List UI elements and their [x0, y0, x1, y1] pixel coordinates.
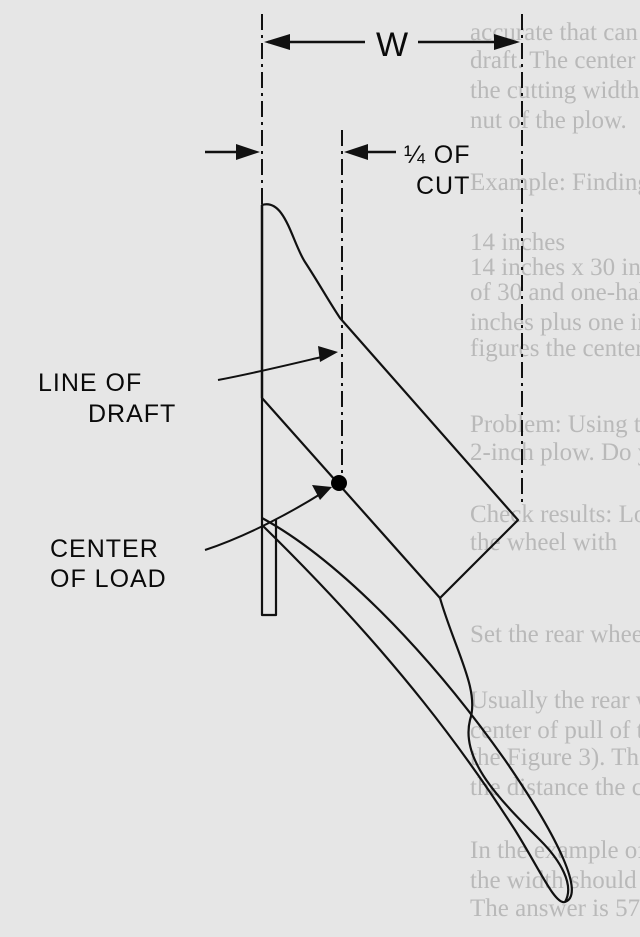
bg-line: the width should be 4 x 14 1/2 inches [470, 867, 640, 894]
bg-line: nut of the plow. [470, 107, 627, 134]
moldboard-shin [260, 203, 520, 600]
bg-line: figures the center of load [470, 335, 640, 362]
bg-line: Example: Finding center of load [470, 169, 640, 196]
bg-line: the wheel with [470, 529, 618, 556]
bg-line: The answer is 57 — remember that [470, 895, 640, 922]
center-of-load-label-line1: CENTER [50, 535, 159, 563]
quarter-cut-label-line2: CUT [416, 172, 470, 200]
bg-line: center of pull of the tractor (Figure [470, 717, 640, 744]
landside-bar [260, 205, 278, 617]
background-page-text: accurate that can be used to determine d… [470, 19, 640, 922]
quarter-cut-arrowhead [344, 144, 368, 160]
bg-line: 2-inch plow. Do your figures come [470, 439, 640, 466]
bg-line: Check results: Locate the spot [470, 501, 640, 528]
quarter-cut-label-line1: ¼ OF [404, 141, 471, 169]
center-of-load-dot [331, 475, 347, 491]
line-of-draft-arrowhead [318, 346, 338, 362]
width-arrowhead-left [264, 34, 290, 50]
bg-line: the cutting width of one bottom, measure [470, 77, 640, 104]
center-of-load-leader [204, 492, 323, 551]
bg-line: Usually the rear wheels of an adjustable [470, 687, 640, 714]
center-of-load-arrowhead [312, 485, 332, 500]
bg-line: inches plus one inches x 3 1/2 inches [470, 309, 640, 336]
bg-line: the distance the center of load of the p… [470, 774, 640, 801]
line-of-draft-label-line2: DRAFT [88, 400, 176, 428]
bg-line: 14 inches x 30 inches [470, 254, 640, 281]
line-of-draft-label-line1: LINE OF [38, 369, 142, 397]
bg-line: draft. The center of load on a two- [470, 47, 640, 74]
bg-line: Problem: Using the above information [470, 411, 640, 438]
line-of-draft-leader [217, 354, 331, 381]
moldboard-wing [438, 597, 570, 903]
width-label: W [376, 26, 409, 64]
bg-line: Set the rear wheel width of the tractor [470, 621, 640, 648]
center-of-load-label-line2: OF LOAD [50, 565, 167, 593]
bg-line: the Figure 3). Then, the width between [470, 744, 640, 771]
bg-line: of 30 and one-half inches [470, 279, 640, 306]
left-offset-arrowhead [236, 144, 260, 160]
width-arrowhead-right [494, 34, 520, 50]
bg-line: 14 inches [470, 229, 565, 256]
